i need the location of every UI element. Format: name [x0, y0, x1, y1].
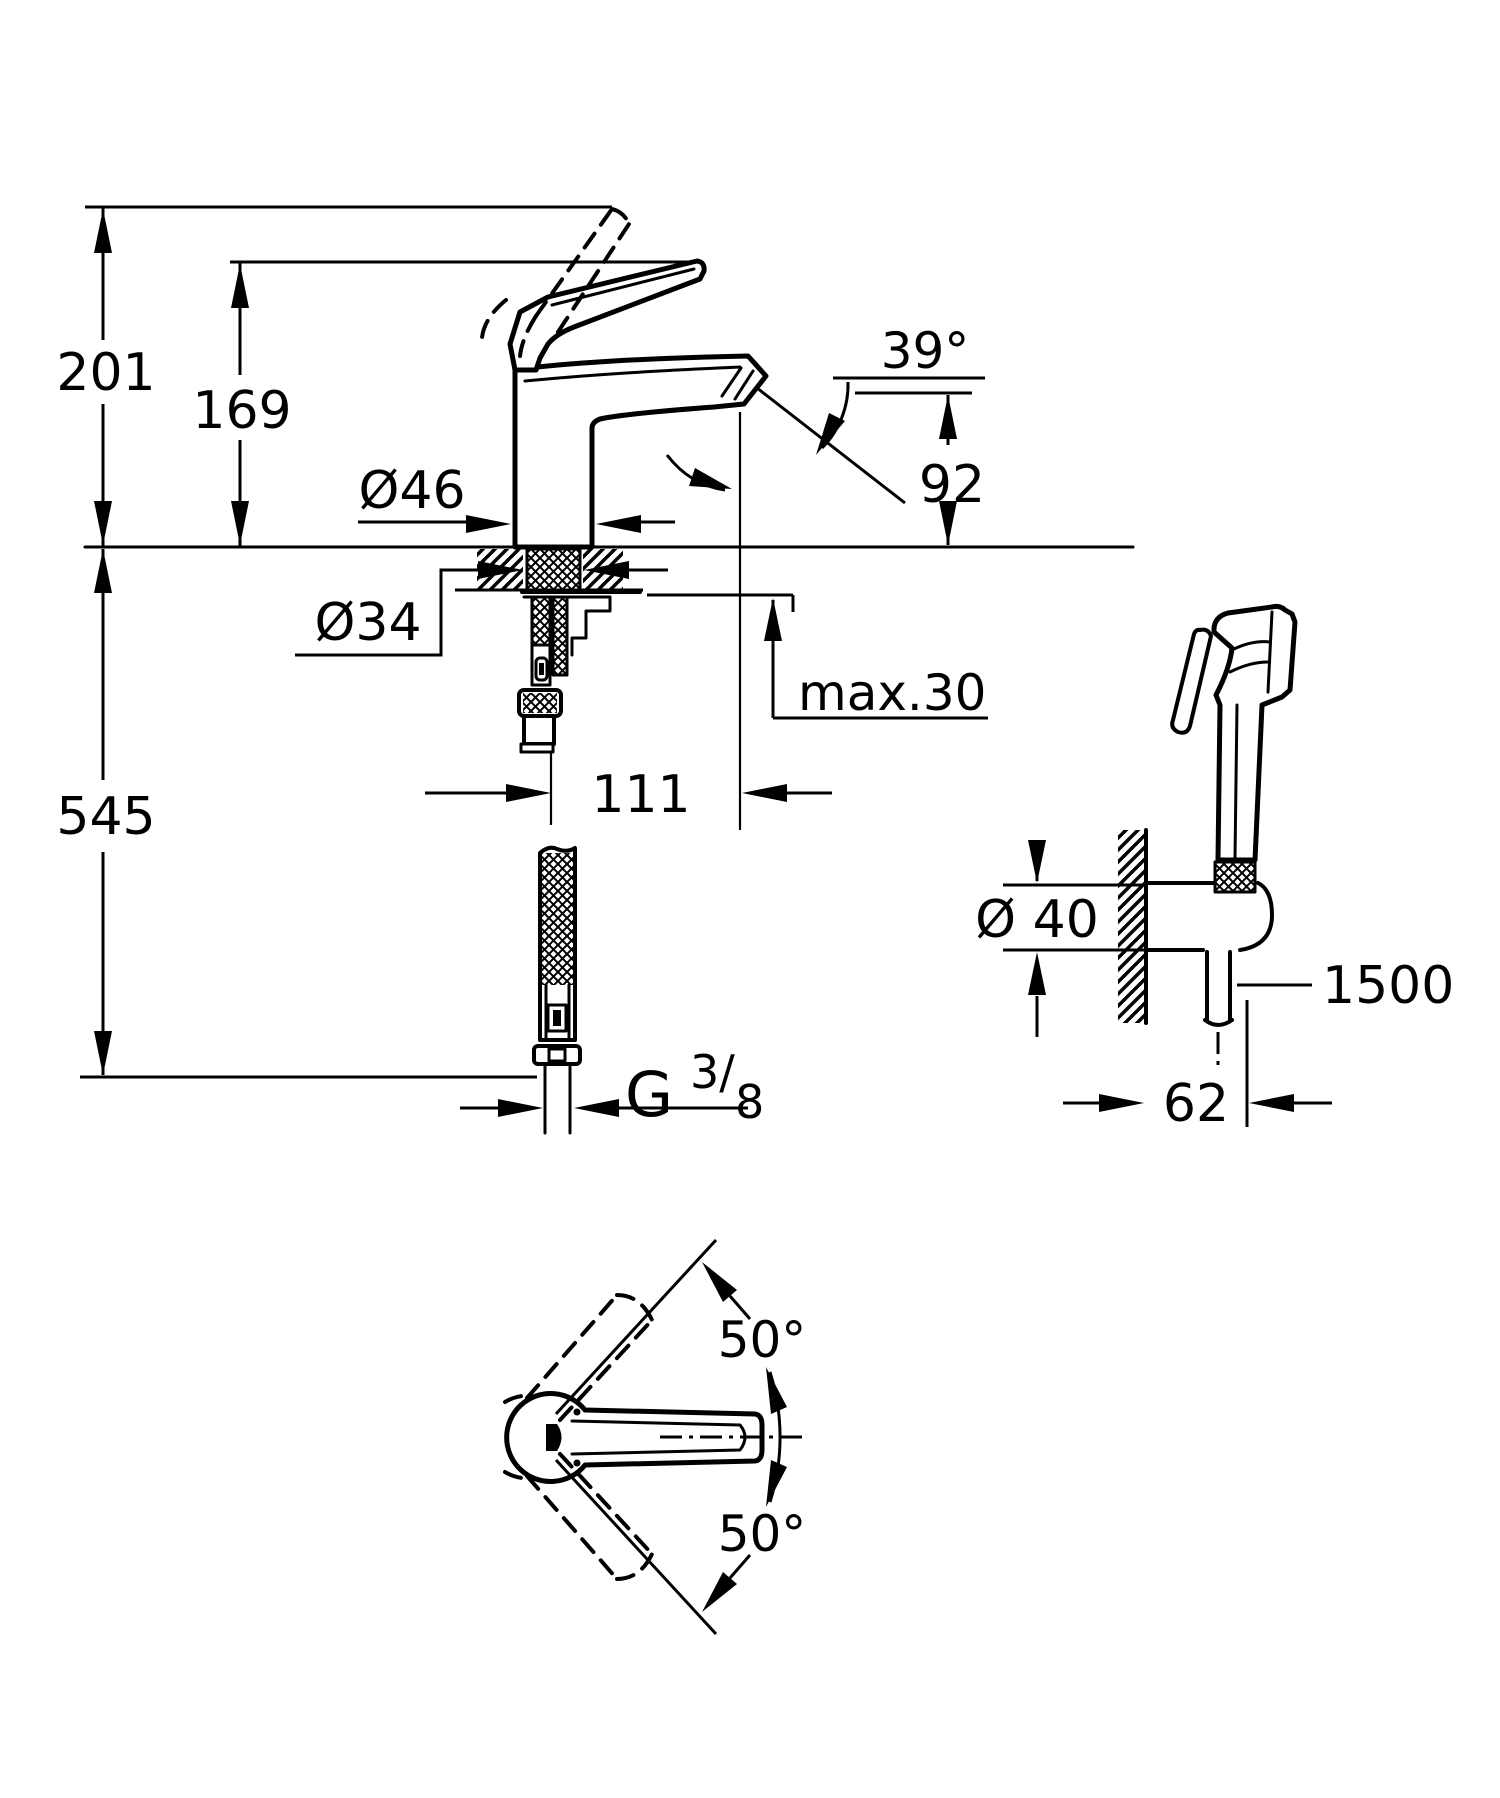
- top-view-handle-rotated-dashed: [503, 1293, 654, 1581]
- dimension-hole-diameter: Ø34: [295, 561, 668, 657]
- stream-angle-arrow: [816, 413, 845, 455]
- stream-annotation: [665, 381, 906, 830]
- dimension-spout-to-deck: 92: [919, 395, 985, 545]
- mounting-shank: [517, 547, 642, 825]
- handle-top-view: 50° 50°: [503, 1238, 808, 1636]
- label-spout-height: 169: [192, 381, 291, 441]
- label-total-height: 201: [56, 343, 155, 403]
- label-swing-up: 50°: [718, 1311, 807, 1369]
- aerator: [720, 366, 755, 401]
- dimension-holder-diameter: Ø 40: [975, 840, 1146, 1037]
- spout-swivel-arrow: [689, 468, 732, 489]
- spray-neck-line-1: [1230, 640, 1272, 652]
- body-inner-line: [523, 365, 742, 383]
- label-spout-reach: 111: [591, 765, 690, 825]
- label-supply-length: 545: [56, 787, 155, 847]
- spray-trigger: [1170, 627, 1213, 735]
- spray-nozzle-edge: [1266, 610, 1274, 694]
- dimension-stream-angle: 39°: [833, 322, 985, 395]
- swing-annotation: 50° 50°: [554, 1238, 808, 1636]
- label-stream-angle: 39°: [881, 322, 970, 380]
- label-deck-max-thickness: max.30: [798, 664, 986, 722]
- label-thread-numerator: 3/: [690, 1045, 735, 1099]
- lever-handle: [507, 258, 707, 373]
- dimension-supply-length: 545: [56, 549, 537, 1079]
- top-view-handle: [504, 1391, 765, 1484]
- label-holder-diameter: Ø 40: [975, 890, 1099, 950]
- dimension-holder-depth: 62: [1063, 1000, 1332, 1134]
- spray-hose-nut: [1213, 860, 1257, 894]
- label-thread-denominator: 8: [735, 1075, 764, 1129]
- faucet-body: [512, 353, 769, 550]
- label-swing-down: 50°: [718, 1505, 807, 1563]
- dimension-total-height: 201: [56, 205, 612, 547]
- hand-spray-wall-holder-view: Ø 40 1500 62: [975, 603, 1454, 1134]
- dimension-spout-reach: 111: [425, 765, 832, 825]
- wall-section: [1118, 828, 1148, 1025]
- dimension-thread: G 3/ 8: [460, 1045, 764, 1131]
- dimension-base-diameter: Ø46: [358, 461, 675, 533]
- spray-neck-line-2: [1228, 660, 1270, 674]
- dimension-hose-length: 1500: [1237, 956, 1454, 1016]
- label-base-diameter: Ø46: [358, 461, 465, 521]
- dimension-spout-height: 169: [192, 260, 703, 547]
- label-spout-to-deck: 92: [919, 455, 985, 515]
- supply-hose: [532, 845, 582, 1135]
- spray-handle-line: [1233, 703, 1239, 860]
- basin-mixer-side-view: 201 169 39° 92 Ø46: [56, 205, 1135, 1135]
- label-holder-depth: 62: [1163, 1074, 1229, 1134]
- label-hose-length: 1500: [1322, 956, 1454, 1016]
- hand-spray: [1170, 603, 1298, 894]
- dimension-deck-max-thickness: max.30: [647, 593, 988, 722]
- label-thread-prefix: G: [625, 1058, 673, 1131]
- wall-holder: [1144, 881, 1274, 1072]
- label-hole-diameter: Ø34: [314, 593, 421, 653]
